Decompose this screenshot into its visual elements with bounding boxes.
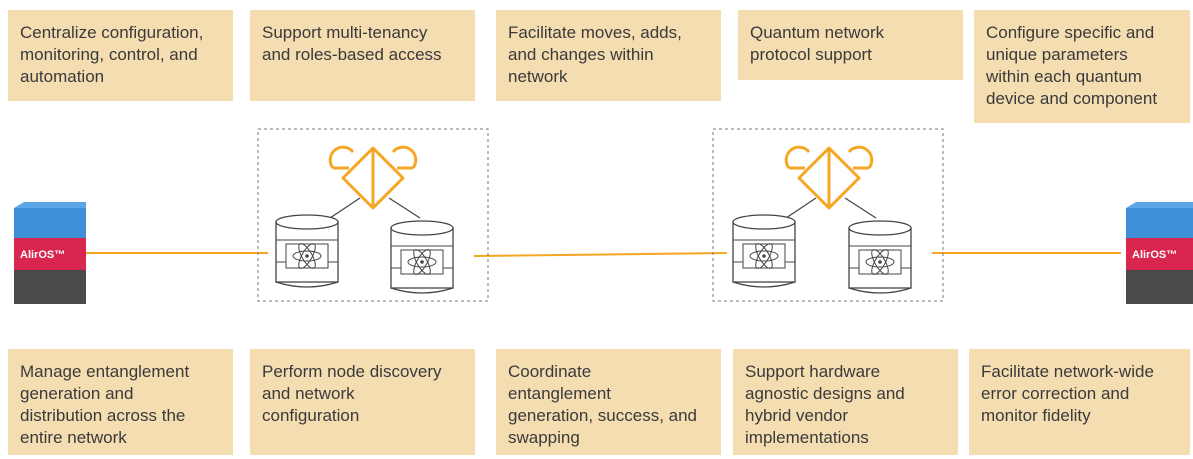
quantum-switch-icon-right <box>784 145 874 210</box>
feature-box-hardware-agnostic: Support hardware agnostic designs and hy… <box>733 349 958 455</box>
quantum-server-icon-left-1 <box>275 214 339 288</box>
feature-box-centralize: Centralize configuration, monitoring, co… <box>8 10 233 101</box>
repeater-group-left <box>257 128 489 302</box>
connector-right-b <box>844 197 877 219</box>
aliros-stack-left: AlirOS™ <box>14 202 86 304</box>
quantum-server-icon-left-2 <box>390 220 454 294</box>
feature-box-coordinate-entanglement: Coordinate entanglement generation, succ… <box>496 349 721 455</box>
connector-right-a <box>785 197 817 219</box>
feature-box-entanglement-distribution: Manage entanglement generation and distr… <box>8 349 233 455</box>
aliros-stack-right: AlirOS™ <box>1126 202 1193 304</box>
feature-box-parameters: Configure specific and unique parameters… <box>974 10 1190 123</box>
connector-left-b <box>388 197 421 219</box>
feature-box-error-correction: Facilitate network-wide error correction… <box>969 349 1190 455</box>
quantum-server-icon-right-2 <box>848 220 912 294</box>
link-center <box>473 252 728 257</box>
feature-box-protocol: Quantum network protocol support <box>738 10 963 80</box>
quantum-switch-icon-left <box>328 145 418 210</box>
feature-box-moves-adds: Facilitate moves, adds, and changes with… <box>496 10 721 101</box>
aliros-label-left: AlirOS™ <box>20 249 65 261</box>
connector-left-a <box>329 197 361 219</box>
repeater-group-right <box>712 128 944 302</box>
feature-box-node-discovery: Perform node discovery and network confi… <box>250 349 475 455</box>
aliros-label-right: AlirOS™ <box>1132 249 1177 261</box>
quantum-server-icon-right-1 <box>732 214 796 288</box>
feature-box-multi-tenancy: Support multi-tenancy and roles-based ac… <box>250 10 475 101</box>
